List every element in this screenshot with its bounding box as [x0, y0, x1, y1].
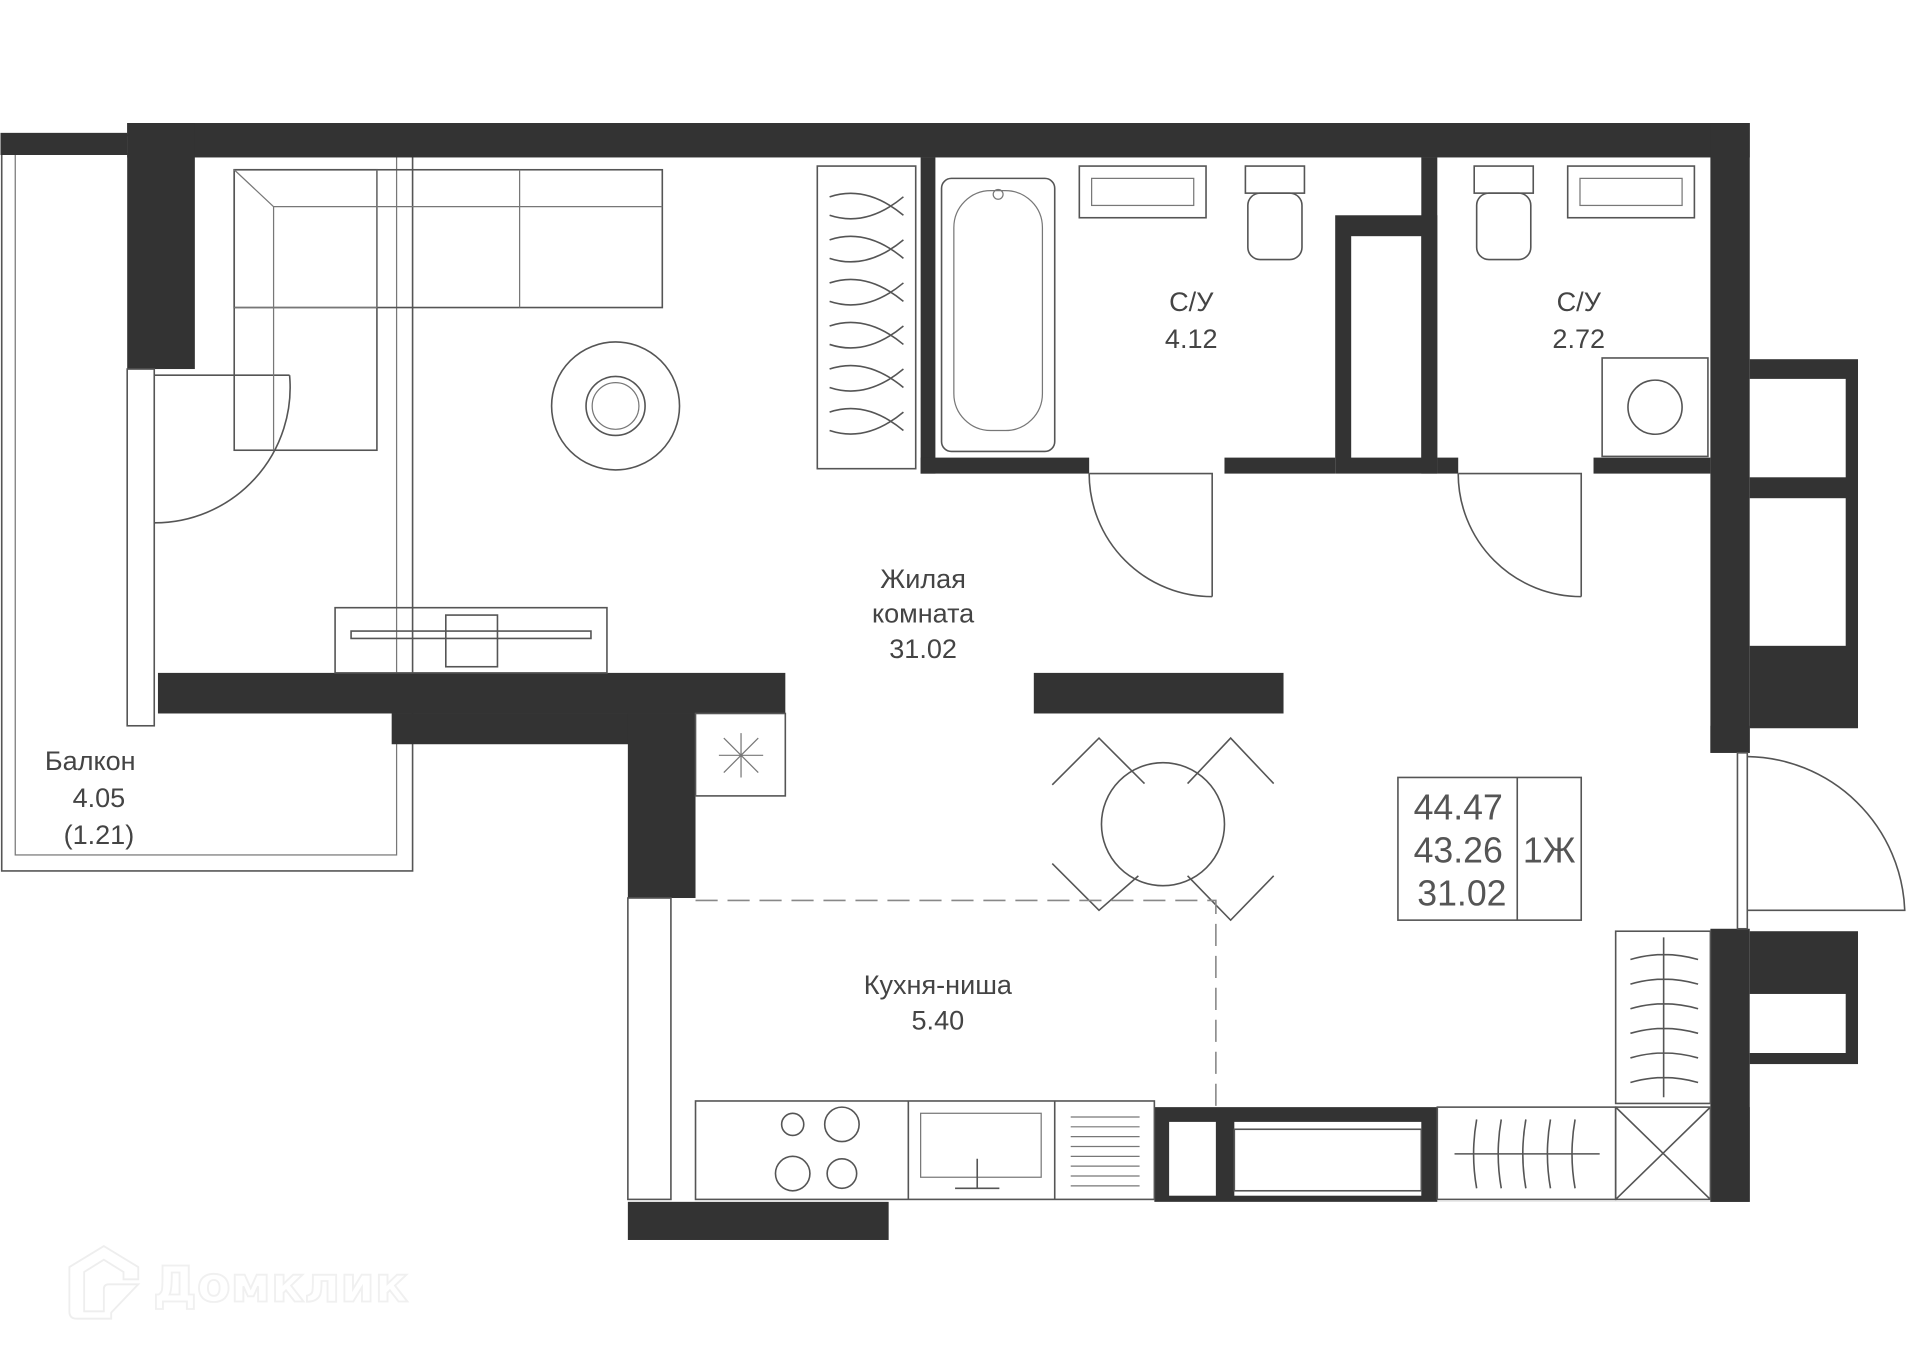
living-area: 31.02 — [1417, 873, 1506, 913]
area-no-balcony: 43.26 — [1414, 830, 1503, 870]
balcony-area: 4.05 — [73, 783, 126, 813]
living-room-name-line1: Жилая — [880, 564, 966, 594]
bath2-area: 2.72 — [1552, 324, 1605, 354]
watermark-logo: Домклик — [68, 1245, 409, 1320]
house-logo-icon — [68, 1245, 141, 1320]
kitchen-area: 5.40 — [912, 1006, 965, 1036]
living-room-area: 31.02 — [889, 634, 957, 664]
watermark-text: Домклик — [153, 1255, 408, 1313]
windows — [126, 359, 1859, 1201]
doors — [154, 374, 1906, 912]
kitchen-name: Кухня-ниша — [864, 970, 1013, 1000]
bath1-name: С/У — [1169, 287, 1214, 317]
total-area: 44.47 — [1414, 787, 1503, 827]
bath2-name: С/У — [1557, 287, 1602, 317]
walls — [127, 123, 1750, 1240]
balcony-area-reduced: (1.21) — [64, 820, 135, 850]
apartment-type: 1Ж — [1523, 830, 1576, 870]
summary-box: 44.47 43.26 31.02 1Ж — [1397, 776, 1583, 921]
furniture — [233, 165, 1712, 1201]
living-room-name-line2: комната — [872, 598, 975, 628]
balcony-name: Балкон — [45, 746, 136, 776]
bath1-area: 4.12 — [1165, 324, 1218, 354]
